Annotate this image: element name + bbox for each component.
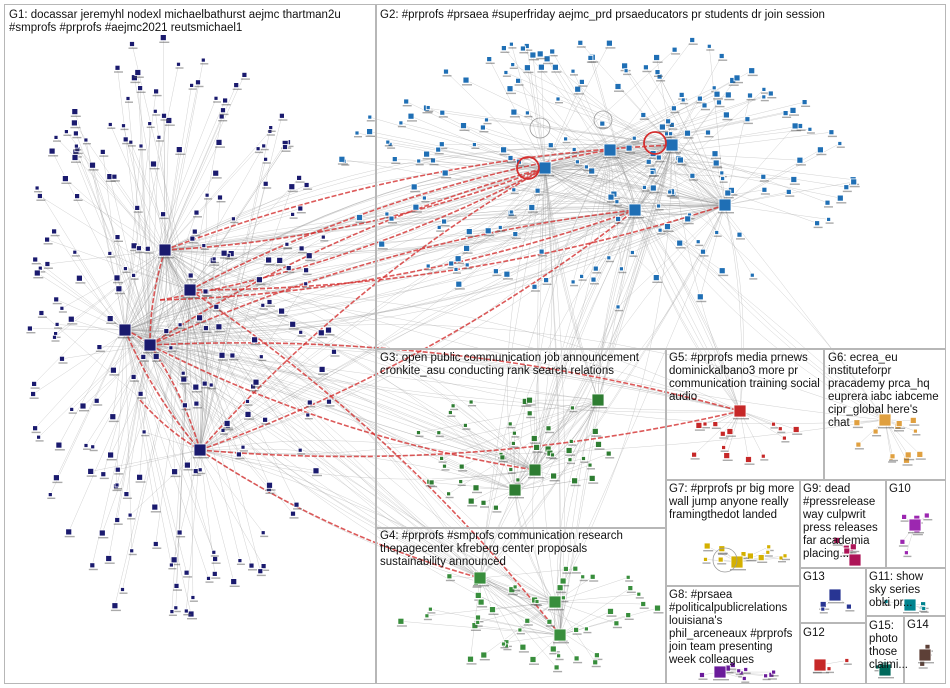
group-panel-g12 [800, 623, 866, 684]
group-panel-g4 [376, 528, 666, 684]
group-panel-g2 [376, 4, 946, 349]
group-panel-g5 [666, 349, 824, 480]
group-panel-g6 [824, 349, 946, 480]
group-panel-g10 [886, 480, 946, 568]
group-panel-g13 [800, 568, 866, 623]
group-panel-g14 [904, 616, 946, 684]
group-panel-g8 [666, 586, 800, 684]
group-panel-g3 [376, 349, 666, 528]
group-panel-g9 [800, 480, 886, 568]
group-panel-g11 [866, 568, 946, 616]
group-panel-g7 [666, 480, 800, 586]
group-panel-g1 [4, 4, 376, 684]
group-panel-g15 [866, 616, 904, 684]
